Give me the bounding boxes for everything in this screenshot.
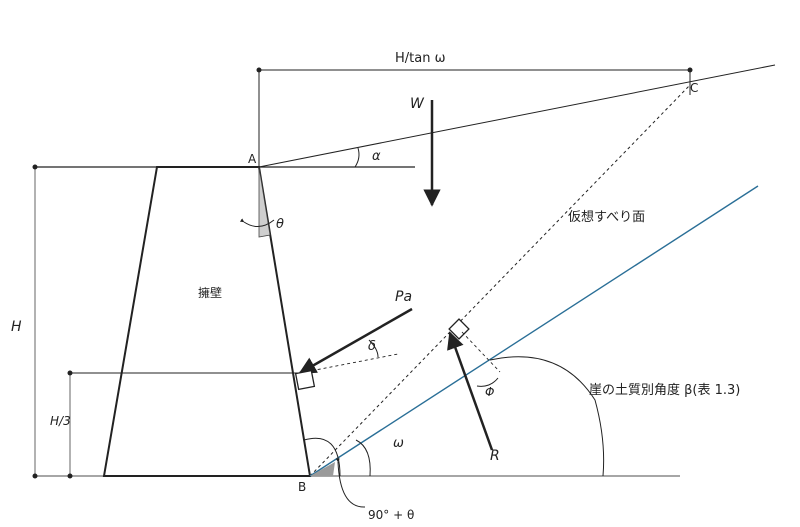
pa-right-angle — [294, 369, 316, 391]
theta-wedge — [258, 166, 271, 238]
label-alpha: α — [372, 149, 381, 164]
label-h-third: H/3 — [50, 414, 71, 428]
label-phi: Φ — [485, 385, 494, 399]
beta-arc — [489, 356, 605, 477]
h-dim-top — [32, 164, 38, 170]
omega-arc — [355, 439, 371, 477]
label-height: H — [11, 319, 22, 335]
slip-plane — [309, 84, 691, 477]
label-pa: Pa — [395, 289, 412, 305]
h-third-top — [67, 370, 73, 376]
r-arrow — [447, 331, 494, 451]
label-weight: W — [410, 96, 425, 112]
top-dim-tick-left — [256, 67, 262, 73]
pa-arrow — [298, 307, 413, 375]
label-slip-plane: 仮想すべり面 — [568, 209, 645, 225]
delta-arc — [368, 339, 379, 358]
backfill-slope — [258, 64, 776, 168]
label-theta: θ — [276, 217, 284, 232]
label-r: R — [490, 448, 500, 464]
alpha-arc — [354, 147, 360, 168]
b-angle-arc — [303, 437, 341, 477]
label-wall: 擁壁 — [198, 285, 222, 300]
label-point-a: A — [248, 152, 257, 166]
label-cliff-angle: 崖の土質別角度 β(表 1.3) — [589, 382, 740, 398]
label-top-dimension: H/tan ω — [395, 51, 445, 66]
h-dim-bottom — [32, 473, 38, 479]
h-third-bottom — [67, 473, 73, 479]
theta-arc — [239, 218, 275, 227]
label-point-c: C — [690, 81, 698, 95]
bottom-angle-arc — [335, 458, 366, 508]
label-omega: ω — [393, 436, 404, 451]
delta-dashed — [299, 353, 399, 374]
phi-arc — [476, 377, 499, 387]
cliff-line — [309, 185, 759, 477]
b-shade — [310, 462, 335, 476]
label-point-b: B — [298, 480, 306, 494]
label-bottom-angle: 90° + θ — [368, 508, 414, 522]
label-delta: δ — [368, 339, 376, 354]
retaining-wall — [102, 166, 312, 477]
